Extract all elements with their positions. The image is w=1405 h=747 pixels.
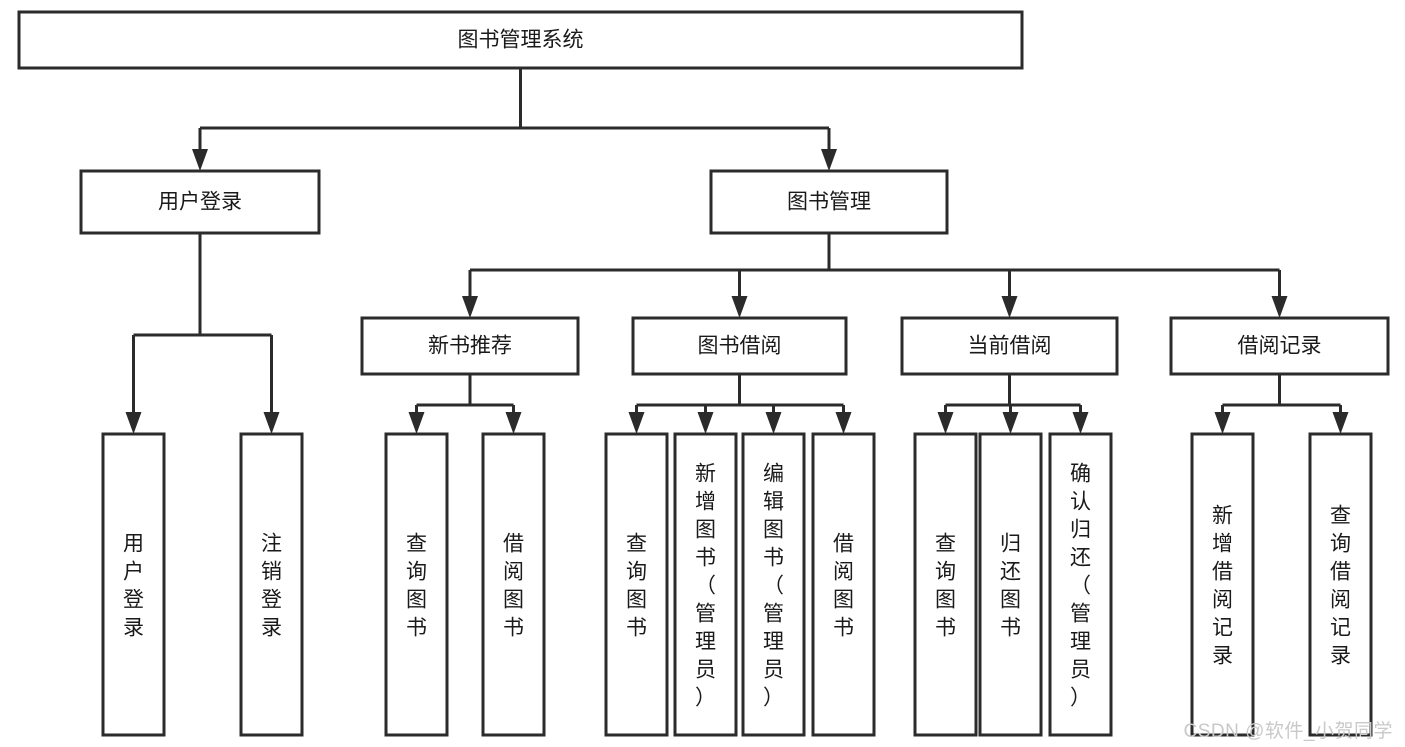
user-login-arrow-1 — [263, 412, 280, 434]
node-boxes: 图书管理系统用户登录图书管理新书推荐图书借阅当前借阅借阅记录用户登录注销登录查询… — [17, 10, 1390, 737]
node-leaf-add-book-rect[interactable] — [673, 432, 738, 737]
node-leaf-return-book-rect[interactable] — [978, 432, 1043, 737]
node-leaf-user-login[interactable]: 用户登录 — [101, 432, 166, 737]
node-leaf-borrow-book-1[interactable]: 借阅图书 — [481, 432, 546, 737]
node-leaf-logout-login-rect[interactable] — [239, 432, 304, 737]
node-root-root-label: 图书管理系统 — [458, 29, 584, 52]
node-leaf-add-record[interactable]: 新增借阅记录 — [1190, 432, 1255, 737]
node-current-borrow-label: 当前借阅 — [968, 335, 1052, 358]
current-borrow-arrow-2 — [1072, 412, 1089, 434]
node-leaf-user-login-label: 用户登录 — [123, 533, 144, 640]
root-arrow-1 — [821, 149, 837, 171]
book-borrow-arrow-2 — [765, 412, 782, 434]
node-leaf-logout-login-label: 注销登录 — [261, 533, 282, 640]
book-manage-arrow-0 — [462, 296, 478, 318]
node-book-borrow[interactable]: 图书借阅 — [631, 316, 848, 376]
node-leaf-borrow-book-2-label: 借阅图书 — [833, 533, 854, 640]
node-user-login-label: 用户登录 — [158, 191, 242, 214]
book-borrow-arrow-3 — [835, 412, 852, 434]
node-leaf-borrow-book-1-label: 借阅图书 — [503, 533, 524, 640]
node-leaf-logout-login[interactable]: 注销登录 — [239, 432, 304, 737]
node-leaf-query-record-label: 查询借阅记录 — [1330, 505, 1351, 668]
node-leaf-query-book-1-rect[interactable] — [384, 432, 449, 737]
node-leaf-edit-book[interactable]: 编辑图书（管理员） — [741, 432, 806, 737]
book-borrow-arrow-0 — [628, 412, 645, 434]
node-new-book-recommend[interactable]: 新书推荐 — [360, 316, 580, 376]
book-borrow-arrow-1 — [697, 412, 714, 434]
book-manage-arrow-2 — [1001, 296, 1018, 318]
node-borrow-record[interactable]: 借阅记录 — [1169, 316, 1390, 376]
node-leaf-query-book-1[interactable]: 查询图书 — [384, 432, 449, 737]
node-leaf-borrow-book-2-rect[interactable] — [811, 432, 876, 737]
node-leaf-add-record-rect[interactable] — [1190, 432, 1255, 737]
node-leaf-return-book[interactable]: 归还图书 — [978, 432, 1043, 737]
node-leaf-query-record[interactable]: 查询借阅记录 — [1308, 432, 1373, 737]
current-borrow-arrow-0 — [937, 412, 954, 434]
csdn-watermark: CSDN @软件_小贺同学 — [1183, 721, 1393, 742]
node-leaf-edit-book-label: 编辑图书（管理员） — [763, 463, 784, 710]
current-borrow-arrow-1 — [1002, 412, 1019, 434]
node-book-manage[interactable]: 图书管理 — [709, 169, 949, 235]
node-leaf-add-book[interactable]: 新增图书（管理员） — [673, 432, 738, 737]
node-current-borrow-rect[interactable] — [900, 316, 1119, 376]
node-leaf-query-record-rect[interactable] — [1308, 432, 1373, 737]
book-manage-arrow-3 — [1271, 296, 1288, 318]
node-leaf-query-book-3-label: 查询图书 — [935, 533, 956, 640]
root-arrow-0 — [192, 149, 208, 171]
node-leaf-query-book-1-label: 查询图书 — [406, 533, 427, 640]
node-leaf-return-book-label: 归还图书 — [1000, 533, 1021, 640]
node-current-borrow[interactable]: 当前借阅 — [900, 316, 1119, 376]
node-book-borrow-rect[interactable] — [631, 316, 848, 376]
node-leaf-add-book-label: 新增图书（管理员） — [695, 463, 716, 710]
node-leaf-query-book-2-label: 查询图书 — [626, 533, 647, 640]
book-manage-arrow-1 — [731, 296, 748, 318]
node-user-login[interactable]: 用户登录 — [79, 169, 321, 235]
node-leaf-confirm-return-rect[interactable] — [1048, 432, 1113, 737]
node-leaf-query-book-3[interactable]: 查询图书 — [913, 432, 978, 737]
node-leaf-add-record-label: 新增借阅记录 — [1212, 505, 1233, 668]
node-leaf-user-login-rect[interactable] — [101, 432, 166, 737]
node-user-login-rect[interactable] — [79, 169, 321, 235]
node-borrow-record-rect[interactable] — [1169, 316, 1390, 376]
borrow-record-arrow-0 — [1214, 412, 1231, 434]
node-root-root-rect[interactable] — [17, 10, 1024, 70]
node-root-root[interactable]: 图书管理系统 — [17, 10, 1024, 70]
node-leaf-borrow-book-1-rect[interactable] — [481, 432, 546, 737]
node-book-manage-label: 图书管理 — [787, 191, 871, 214]
node-leaf-borrow-book-2[interactable]: 借阅图书 — [811, 432, 876, 737]
new-book-recommend-arrow-0 — [408, 412, 425, 434]
node-book-borrow-label: 图书借阅 — [698, 335, 782, 358]
node-leaf-query-book-3-rect[interactable] — [913, 432, 978, 737]
node-borrow-record-label: 借阅记录 — [1238, 335, 1322, 358]
node-new-book-recommend-rect[interactable] — [360, 316, 580, 376]
node-leaf-confirm-return[interactable]: 确认归还（管理员） — [1048, 432, 1113, 737]
node-new-book-recommend-label: 新书推荐 — [428, 335, 512, 358]
node-leaf-query-book-2-rect[interactable] — [604, 432, 669, 737]
borrow-record-arrow-1 — [1332, 412, 1349, 434]
user-login-arrow-0 — [125, 412, 142, 434]
connector-lines — [125, 68, 1349, 434]
node-leaf-edit-book-rect[interactable] — [741, 432, 806, 737]
node-book-manage-rect[interactable] — [709, 169, 949, 235]
node-leaf-confirm-return-label: 确认归还（管理员） — [1070, 463, 1091, 710]
node-leaf-query-book-2[interactable]: 查询图书 — [604, 432, 669, 737]
new-book-recommend-arrow-1 — [505, 412, 522, 434]
